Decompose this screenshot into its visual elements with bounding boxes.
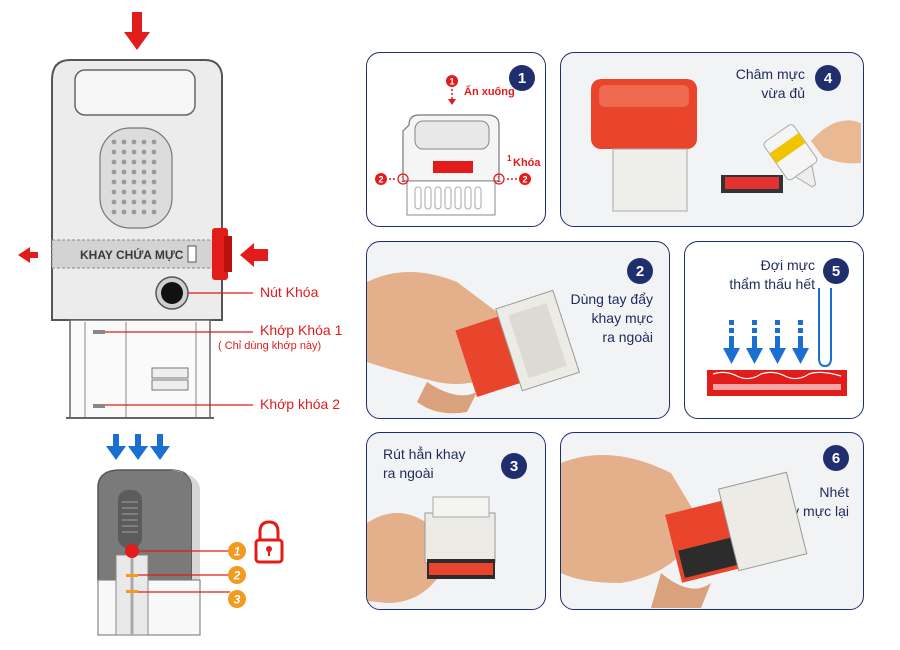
joint-2-label: Khớp khóa 2 — [260, 396, 341, 412]
svg-text:3: 3 — [234, 593, 241, 607]
tray-push-arrow-icon — [240, 243, 268, 267]
tray-label: KHAY CHỨA MỰC — [80, 247, 184, 262]
stamp-section-diagram: 1 2 3 — [97, 434, 284, 636]
step-2-illustration — [367, 272, 581, 414]
step-1-panel: 1 1 Ấn xuống 2 1 1 2 1 Khóa — [366, 52, 546, 227]
tray-out-arrow-icon — [18, 247, 38, 263]
svg-text:2: 2 — [522, 175, 527, 185]
step-5-badge: 5 — [823, 258, 849, 284]
step-5-diagram — [707, 288, 847, 396]
lock-button-label: Nút Khóa — [260, 284, 319, 300]
svg-text:2: 2 — [378, 175, 383, 185]
joint-1-label: Khớp Khóa 1 — [260, 322, 343, 338]
step-4-badge: 4 — [815, 65, 841, 91]
step-3-illustration — [367, 496, 496, 603]
svg-text:1: 1 — [234, 545, 241, 559]
padlock-icon — [254, 520, 284, 564]
grip-dots — [111, 139, 157, 215]
blue-down-arrows-icon — [106, 434, 170, 460]
svg-text:1: 1 — [507, 154, 512, 163]
step-1-badge: 1 — [509, 65, 535, 91]
lock-position-markers — [228, 542, 246, 608]
svg-text:Khóa: Khóa — [513, 157, 541, 169]
stamp-front-diagram: KHAY CHỨA MỰC — [18, 12, 268, 419]
step-6-illustration — [561, 455, 808, 608]
step-1-diagram: 1 Ấn xuống 2 1 1 2 1 Khóa — [375, 75, 541, 216]
press-down-arrow-icon — [124, 12, 150, 50]
svg-text:2: 2 — [233, 569, 241, 583]
step-4-illustration — [591, 79, 861, 212]
ink-drip-arrows-icon — [723, 320, 809, 364]
svg-text:1: 1 — [497, 175, 502, 184]
joint-1-note: ( Chỉ dùng khớp này) — [218, 340, 322, 352]
step-3-badge: 3 — [501, 453, 527, 479]
svg-text:Ấn xuống: Ấn xuống — [464, 85, 515, 98]
svg-text:1: 1 — [449, 77, 454, 87]
svg-text:1: 1 — [401, 175, 406, 184]
step-2-badge: 2 — [627, 258, 653, 284]
step-6-badge: 6 — [823, 445, 849, 471]
